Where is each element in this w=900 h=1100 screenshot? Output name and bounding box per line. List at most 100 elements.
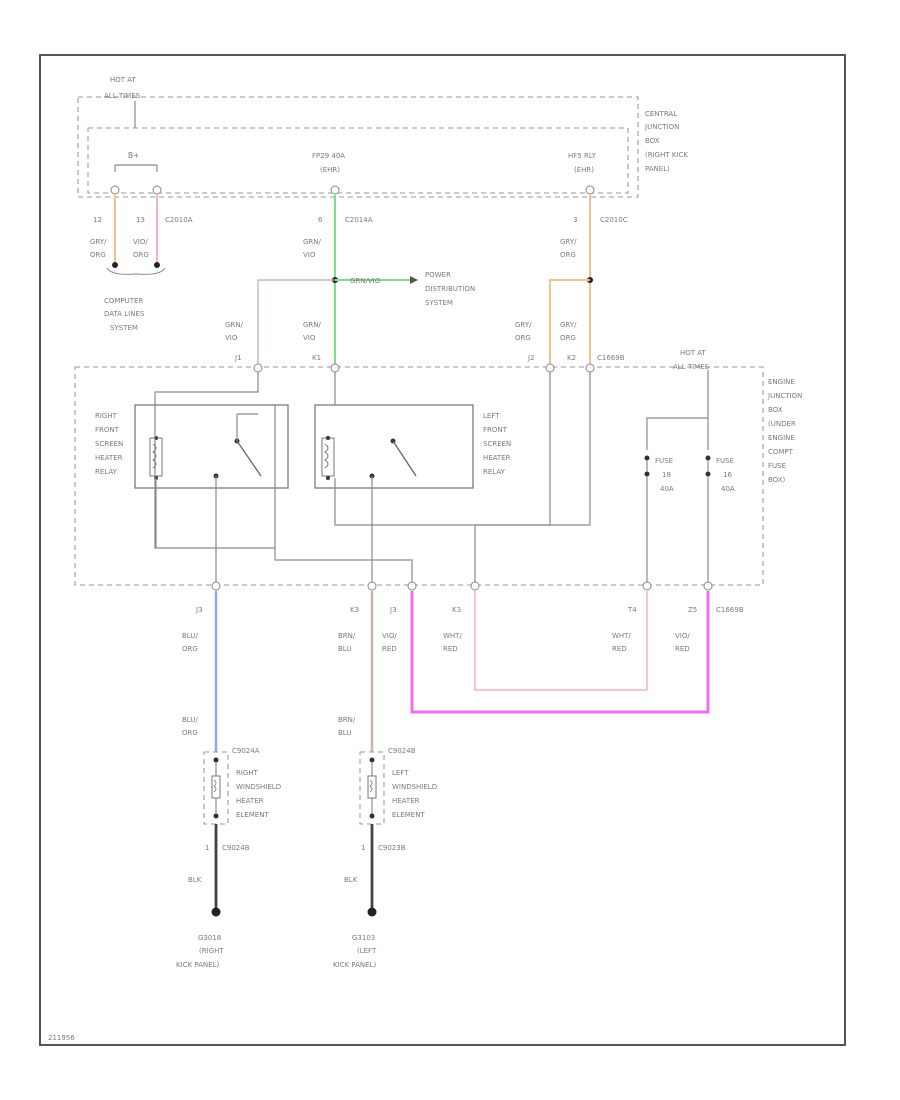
hf-pin-label-1: HF5 RLY <box>568 152 597 160</box>
pin-k2: K2 <box>567 354 576 362</box>
terminal <box>330 185 340 195</box>
pin-j3b: J3 <box>389 606 397 614</box>
gnd-right-1: G3018 <box>198 934 221 942</box>
relay-right-label-5: RELAY <box>95 468 118 476</box>
pds-label-3: SYSTEM <box>425 299 453 307</box>
conn-c1669b: C1669B <box>597 354 625 362</box>
left-relay-switch <box>392 440 417 477</box>
gnd-right-3: KICK PANEL) <box>176 961 219 969</box>
wire-gry-org-branch <box>549 279 590 365</box>
fuse2-label-2: 16 <box>723 471 732 479</box>
wire-label-gry-org-l-2: ORG <box>90 251 106 259</box>
pin-13: 13 <box>136 216 145 224</box>
wire-label-blu-org-4: ORG <box>182 729 198 737</box>
internal-wire-j2 <box>334 372 551 526</box>
conn-c9024a-b: C9024B <box>222 844 250 852</box>
hf-pin-label-2: (EHR) <box>574 166 594 174</box>
pin-3: 3 <box>573 216 577 224</box>
pin-j3: J3 <box>195 606 203 614</box>
wire-label-wht-red-2b: RED <box>612 645 627 653</box>
elem-left-1: LEFT <box>392 769 409 777</box>
relay-left-label-1: LEFT <box>483 412 500 420</box>
wire-label-vio-red-2: RED <box>382 645 397 653</box>
wire-label-brn-blu-1: BRN/ <box>338 632 356 640</box>
internal-wire-j1 <box>154 372 276 549</box>
fp-pin-label-1: FP29 40A <box>312 152 345 160</box>
pin-k1: K1 <box>312 354 321 362</box>
terminal <box>330 363 340 373</box>
elem-right-1: RIGHT <box>236 769 259 777</box>
cjb-name-2: JUNCTION <box>644 123 679 131</box>
wire-label-brn-blu-2: BLU <box>338 645 351 653</box>
relay-right-label-3: SCREEN <box>95 440 123 448</box>
wire-label-grn-vio-1b: VIO <box>303 251 316 259</box>
wire-vio-red-loop <box>410 591 710 714</box>
relay-right-label-2: FRONT <box>95 426 120 434</box>
wire-label-grn-vio-1a: GRN/ <box>303 238 322 246</box>
elem-right-3: HEATER <box>236 797 264 805</box>
wire-label-wht-red-1a: WHT/ <box>443 632 462 640</box>
pin-t4: T4 <box>627 606 637 614</box>
cdl-bracket <box>106 267 166 275</box>
wire-label-vio-red-2a: VIO/ <box>675 632 690 640</box>
wire-grn-vio-left-branch <box>257 279 335 365</box>
ejb-name-6: COMPT <box>768 448 794 456</box>
left-relay-box <box>314 404 474 489</box>
central-junction-box: HOT AT ALL TIMES CENTRAL JUNCTION BOX (R… <box>77 76 688 198</box>
fp-pin-label-2: (EHR) <box>320 166 340 174</box>
cdl-label-2: DATA LINES <box>104 310 145 318</box>
cjb-name-1: CENTRAL <box>645 110 677 118</box>
ejb-name-1: ENGINE <box>768 378 795 386</box>
terminal <box>211 581 221 591</box>
cjb-hot-label-2: ALL TIMES <box>104 92 141 100</box>
left-heater-element <box>359 751 385 825</box>
wire-label-gry-org-4b: ORG <box>560 334 576 342</box>
wire-label-grn-vio-2b: VIO <box>225 334 238 342</box>
elem-left-3: HEATER <box>392 797 420 805</box>
wire-label-gry-org-l-1: GRY/ <box>90 238 107 246</box>
cdl-label-1: COMPUTER <box>104 297 143 305</box>
terminal <box>407 581 417 591</box>
fuse-16-icon <box>705 455 711 477</box>
wire-label-blk-1: BLK <box>188 876 202 884</box>
right-relay-coil <box>149 436 163 480</box>
fuse1-label-1: FUSE <box>655 457 673 465</box>
internal-wire-common <box>274 548 413 585</box>
right-relay-box <box>134 404 289 489</box>
bplus-label: B+ <box>128 151 139 160</box>
fuse-18-icon <box>644 455 650 477</box>
ejb-name-2: JUNCTION <box>767 392 802 400</box>
wire-label-grn-vio-3a: GRN/ <box>303 321 322 329</box>
cjb-name-4: (RIGHT KICK <box>645 151 688 159</box>
pin-6: 6 <box>318 216 323 224</box>
relay-left-label-5: RELAY <box>483 468 506 476</box>
wire-label-vio-red-1: VIO/ <box>382 632 397 640</box>
pin-j1: J1 <box>234 354 242 362</box>
wire-label-gry-org-3b: ORG <box>515 334 531 342</box>
ground-icon <box>211 907 221 917</box>
splice-dot <box>112 262 118 268</box>
wire-label-brn-blu-3: BRN/ <box>338 716 356 724</box>
wire-label-gry-org-r-2: ORG <box>560 251 576 259</box>
conn-c2010c: C2010C <box>600 216 628 224</box>
terminal <box>367 581 377 591</box>
elem-right-4: ELEMENT <box>236 811 269 819</box>
conn-c2014a: C2014A <box>345 216 373 224</box>
relay-left-label-2: FRONT <box>483 426 508 434</box>
pin-k3b: K3 <box>452 606 461 614</box>
splice-dot <box>154 262 160 268</box>
engine-junction-box: HOT AT ALL TIMES ENGINE JUNCTION BOX (UN… <box>74 349 802 586</box>
terminal <box>642 581 652 591</box>
gnd-left-2: (LEFT <box>357 947 377 955</box>
elem-left-2: WINDSHIELD <box>392 783 437 791</box>
pin-1b: 1 <box>361 844 365 852</box>
fuse-feed <box>646 370 709 450</box>
pds-label-2: DISTRIBUTION <box>425 285 475 293</box>
terminal <box>470 581 480 591</box>
wire-label-grn-vio-2a: GRN/ <box>225 321 244 329</box>
relay-right-label-4: HEATER <box>95 454 123 462</box>
wire-label-blu-org-1: BLU/ <box>182 632 198 640</box>
terminal <box>152 185 162 195</box>
gnd-left-3: KICK PANEL) <box>333 961 376 969</box>
